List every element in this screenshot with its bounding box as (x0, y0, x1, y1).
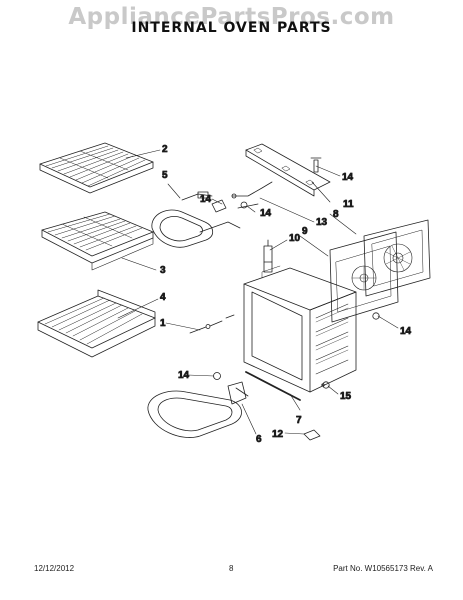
callout-4: 4 (160, 292, 166, 303)
callout-14-vent: 14 (342, 172, 354, 183)
vent-trim (245, 143, 331, 197)
callout-7: 7 (296, 415, 302, 426)
footer-date: 12/12/2012 (34, 564, 75, 573)
convection-fan-assembly (329, 219, 431, 323)
bake-element (147, 381, 249, 438)
callout-9: 9 (302, 226, 308, 237)
wire-harness (189, 181, 273, 334)
callout-15: 15 (340, 391, 352, 402)
callout-8: 8 (333, 209, 339, 220)
callout-12: 12 (272, 429, 284, 440)
bracket-clip (303, 429, 321, 441)
callout-13: 13 (316, 217, 328, 228)
oven-rack-middle (41, 211, 154, 271)
callout-10: 10 (289, 233, 301, 244)
callout-2: 2 (162, 144, 168, 155)
callout-3: 3 (160, 265, 166, 276)
callout-1: 1 (160, 318, 166, 329)
oven-rack-lower (37, 289, 156, 358)
callout-14-fan: 14 (400, 326, 412, 337)
callout-14-bake: 14 (178, 370, 190, 381)
oven-rack-upper (39, 142, 154, 194)
callout-6: 6 (256, 434, 262, 445)
page-title: INTERNAL OVEN PARTS (131, 20, 332, 36)
callout-14-wire: 14 (260, 208, 272, 219)
gasket-strip (245, 371, 301, 401)
footer-part-number: Part No. W10565173 Rev. A (333, 564, 433, 573)
screw-hardware (211, 157, 380, 389)
oven-cavity (243, 265, 357, 393)
footer-page-number: 8 (229, 564, 234, 573)
temperature-sensor (263, 239, 273, 273)
broil-element (151, 191, 241, 248)
callout-5: 5 (162, 170, 168, 181)
watermark: AppliancePartsPros.com (68, 4, 395, 30)
callout-14-broil: 14 (200, 194, 212, 205)
leader-lines (117, 149, 399, 435)
callout-11: 11 (343, 199, 354, 210)
